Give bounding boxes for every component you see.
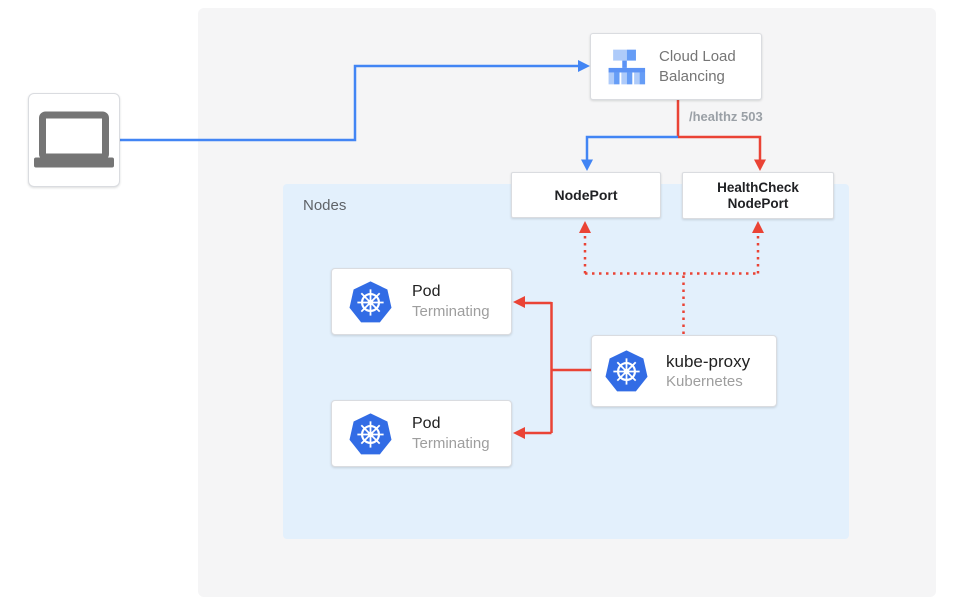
kubernetes-icon — [348, 280, 393, 324]
kube-proxy-label: kube-proxy Kubernetes — [666, 351, 750, 392]
kubernetes-icon — [348, 412, 393, 456]
laptop-icon — [34, 111, 114, 169]
nodeport-label: NodePort — [554, 187, 618, 203]
pod-status: Terminating — [412, 435, 490, 452]
pod-label: Pod Terminating — [412, 281, 490, 322]
pod-title: Pod — [412, 415, 441, 432]
kube-proxy-node: kube-proxy Kubernetes — [591, 335, 777, 407]
healthz-status-label: /healthz 503 — [689, 109, 763, 124]
clb-label: Cloud Load Balancing — [659, 47, 736, 85]
pod-label: Pod Terminating — [412, 413, 490, 454]
pod-terminating-node-2: Pod Terminating — [331, 400, 512, 467]
kubernetes-icon — [604, 349, 649, 393]
healthcheck-nodeport-label: HealthCheck NodePort — [717, 179, 799, 211]
pod-title: Pod — [412, 283, 441, 300]
client-node — [28, 93, 120, 187]
nodeport-node: NodePort — [511, 172, 661, 218]
healthcheck-nodeport-node: HealthCheck NodePort — [682, 172, 834, 219]
nodes-label: Nodes — [303, 197, 347, 214]
pod-terminating-node-1: Pod Terminating — [331, 268, 512, 335]
kube-proxy-subtitle: Kubernetes — [666, 372, 743, 390]
pod-status: Terminating — [412, 303, 490, 320]
cloud-load-balancing-node: Cloud Load Balancing — [590, 33, 762, 100]
load-balancer-icon — [604, 47, 646, 87]
kube-proxy-title: kube-proxy — [666, 351, 751, 371]
